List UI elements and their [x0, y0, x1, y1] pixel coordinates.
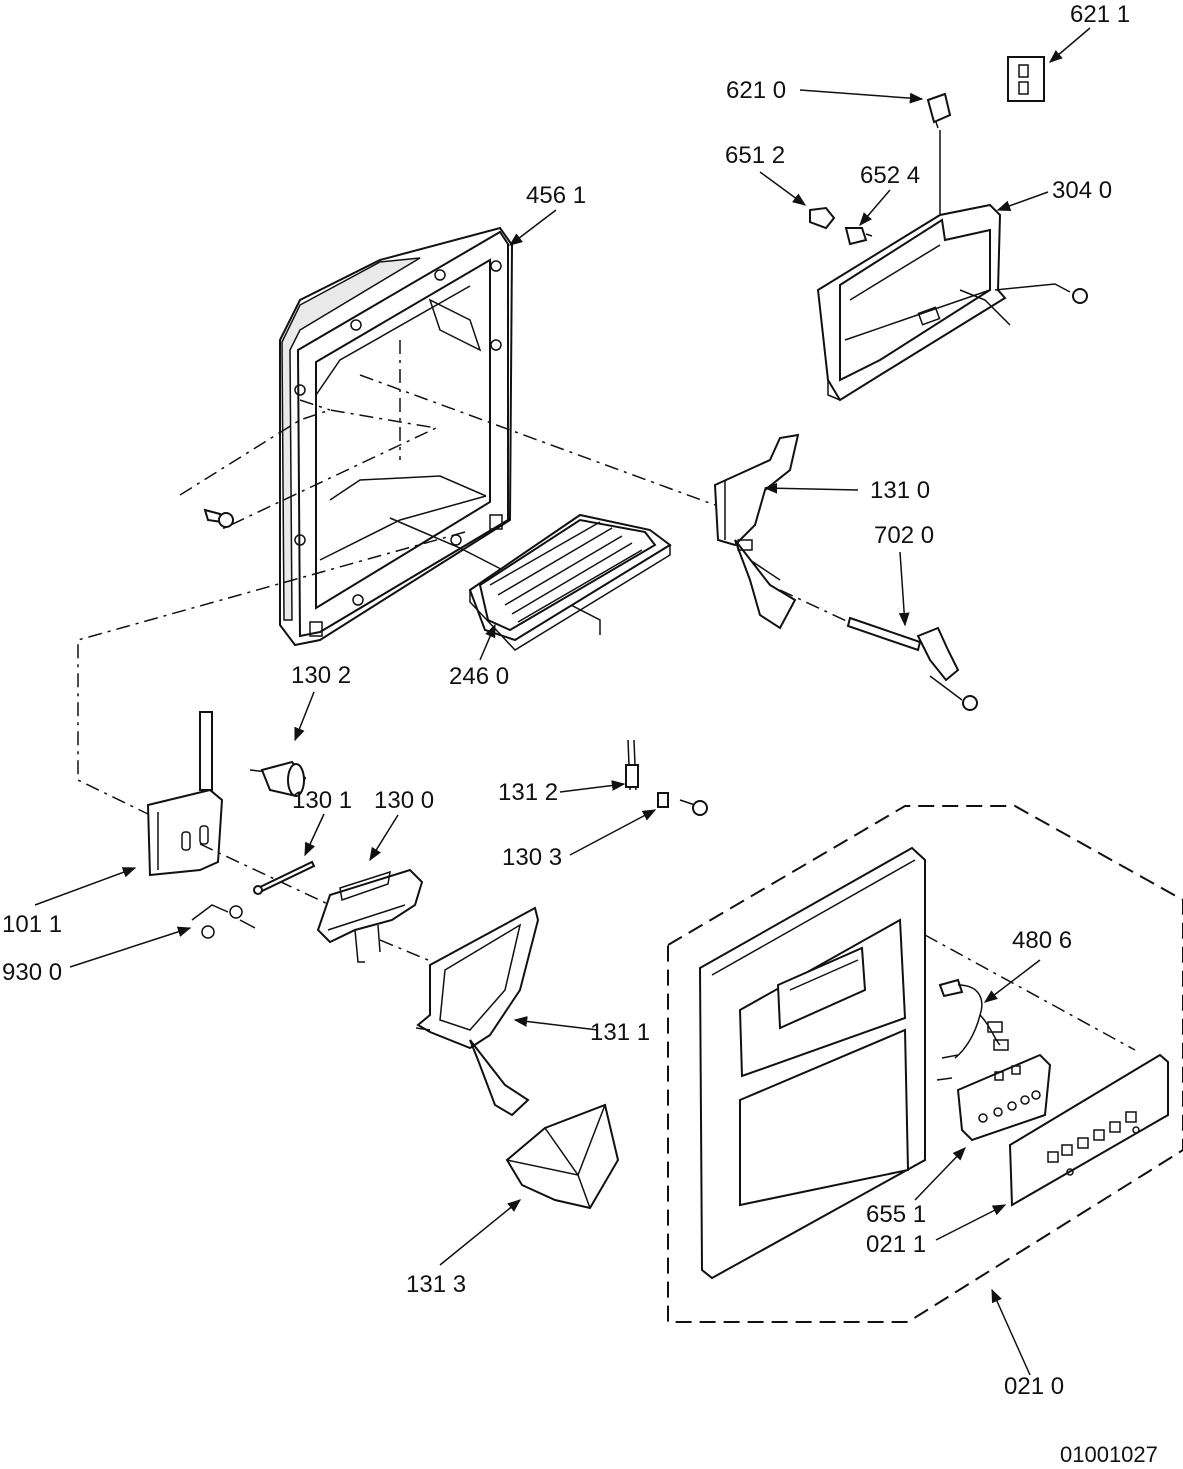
bracket-part — [146, 711, 224, 877]
rod-part — [846, 616, 978, 711]
label-652-4: 652 4 — [860, 162, 920, 189]
panel-assembly-outline — [667, 805, 1183, 1323]
label-246-0: 246 0 — [449, 663, 509, 690]
label-101-1: 101 1 — [2, 911, 62, 938]
bulb-socket-part — [844, 227, 873, 246]
label-131-0: 131 0 — [870, 477, 930, 504]
label-304-0: 304 0 — [1052, 177, 1112, 204]
alignment-line — [179, 409, 439, 531]
alignment-line — [749, 559, 781, 581]
clip-part — [657, 792, 708, 816]
label-651-2: 651 2 — [725, 142, 785, 169]
switch-part — [926, 92, 952, 129]
drawing-number: 01001027 — [1060, 1442, 1158, 1467]
alignment-line — [779, 589, 856, 626]
control-overlay-part — [1008, 1053, 1169, 1207]
label-456-1: 456 1 — [526, 182, 586, 209]
label-131-1: 131 1 — [590, 1019, 650, 1046]
actuator-part — [316, 868, 424, 963]
spring-clip-part — [625, 739, 639, 791]
control-board-part — [956, 1053, 1052, 1142]
label-930-0: 930 0 — [2, 959, 62, 986]
alignment-line — [77, 531, 466, 816]
label-480-6: 480 6 — [1012, 927, 1072, 954]
control-module-part — [816, 130, 1088, 402]
label-131-3: 131 3 — [406, 1271, 466, 1298]
connector-part — [1007, 56, 1045, 102]
alignment-line — [924, 934, 1136, 1051]
label-130-0: 130 0 — [374, 787, 434, 814]
leader-lines — [34, 27, 1091, 1376]
ice-lever-part — [415, 906, 540, 1117]
alignment-line — [359, 374, 716, 506]
label-702-0: 702 0 — [874, 522, 934, 549]
label-621-1: 621 1 — [1070, 1, 1130, 28]
spring-part — [191, 904, 256, 939]
label-021-1: 021 1 — [866, 1231, 926, 1258]
pin-part — [253, 860, 316, 895]
label-131-2: 131 2 — [498, 779, 558, 806]
housing-screw — [203, 508, 234, 528]
label-621-0: 621 0 — [726, 77, 786, 104]
label-130-1: 130 1 — [292, 787, 352, 814]
alignment-line — [299, 399, 331, 411]
label-130-2: 130 2 — [291, 662, 351, 689]
drip-tray-grille-part — [468, 513, 672, 651]
label-655-1: 655 1 — [866, 1201, 926, 1228]
wiring-harness-part — [936, 978, 1009, 1081]
alignment-line — [379, 939, 441, 966]
lever-part — [713, 433, 800, 630]
front-panel-part — [698, 846, 926, 1280]
motor-part — [249, 760, 307, 798]
alignment-line — [199, 843, 331, 906]
light-bulb-part — [809, 206, 836, 230]
label-021-0: 021 0 — [1004, 1373, 1064, 1400]
dispenser-housing-part — [279, 226, 514, 647]
ice-chute-part — [505, 1103, 620, 1210]
label-130-3: 130 3 — [502, 844, 562, 871]
